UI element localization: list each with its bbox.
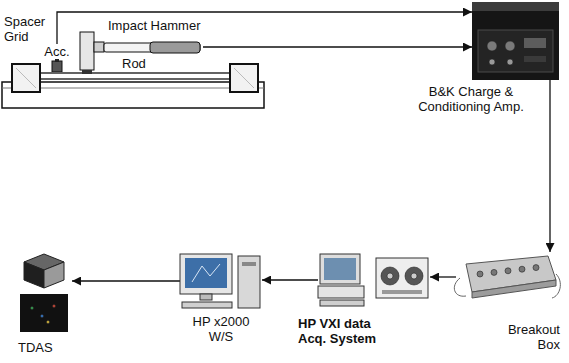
- keyboard: [182, 302, 232, 308]
- hammer-tip: [82, 70, 92, 74]
- bnc-connector: [519, 266, 525, 272]
- tape-reel: [381, 267, 399, 285]
- computer-base: [318, 286, 364, 298]
- keyboard: [320, 300, 364, 306]
- monitor: [320, 254, 360, 284]
- hammer-handle: [104, 43, 200, 52]
- amplifier-socket: [507, 59, 513, 65]
- reel-hub: [387, 273, 393, 279]
- equipment-caption: Impact Hammer: [108, 18, 200, 33]
- base-plate: [2, 82, 264, 108]
- signal-arrow: [430, 276, 456, 277]
- recorder: [376, 258, 428, 298]
- signal-arrow: [57, 12, 472, 44]
- hammer-head: [80, 32, 94, 70]
- equipment-node: B&K Charge & Conditioning Amp.: [472, 2, 559, 80]
- hammer-neck: [94, 42, 104, 52]
- equipment-picture: [318, 250, 430, 310]
- cube-right: [44, 262, 64, 288]
- grid-shade: [234, 68, 254, 88]
- monitor-stand: [200, 294, 212, 300]
- cube-left: [24, 262, 44, 288]
- amplifier-socket: [489, 59, 495, 65]
- signal-arrow: [203, 46, 472, 47]
- equipment-picture: [180, 252, 262, 310]
- equipment-picture: [16, 252, 72, 334]
- breakout-front: [472, 280, 556, 298]
- part-label: Rod: [122, 56, 146, 71]
- grid-shade: [16, 68, 36, 88]
- signal-arrow: [549, 80, 550, 252]
- tape-reel: [405, 267, 423, 285]
- bnc-connector: [477, 271, 483, 277]
- monitor: [180, 254, 232, 294]
- plot-point: [31, 307, 34, 310]
- equipment-node: Acc.: [42, 44, 72, 72]
- equipment-node: HP VXI data Acq. System: [318, 250, 430, 310]
- spacer-grid-block: [12, 64, 40, 92]
- fuel-rod: [40, 73, 230, 79]
- equipment-node: TDAS: [16, 252, 72, 334]
- base-plate-edge: [2, 88, 264, 89]
- amplifier-top: [472, 2, 559, 11]
- plot-point: [53, 305, 56, 308]
- monitor-screen: [185, 258, 227, 288]
- amplifier-display: [524, 38, 546, 48]
- amplifier-panel: [478, 30, 553, 72]
- equipment-node: HP x2000 W/S: [180, 252, 262, 310]
- screen-plot: [192, 264, 220, 282]
- monitor-screen: [324, 258, 356, 280]
- equipment-caption: Acc.: [42, 44, 72, 59]
- plot-point: [41, 315, 44, 318]
- cable: [454, 278, 466, 296]
- equipment-caption: B&K Charge & Conditioning Amp.: [406, 84, 536, 114]
- signal-arrow: [72, 280, 180, 281]
- bnc-connector: [491, 269, 497, 275]
- spacer-grid-block: [230, 64, 258, 92]
- reel-hub: [411, 273, 417, 279]
- equipment-caption: Breakout Box: [500, 322, 560, 352]
- bnc-connector: [505, 268, 511, 274]
- signal-arrow: [262, 279, 318, 280]
- equipment-caption: HP x2000 W/S: [189, 314, 253, 344]
- equipment-node: Breakout Box: [456, 252, 560, 302]
- equipment-caption: TDAS: [18, 340, 53, 355]
- part-label: Spacer Grid: [4, 14, 50, 44]
- plot-window: [20, 294, 68, 332]
- amplifier-knob: [505, 41, 515, 51]
- amplifier-body: [472, 2, 559, 80]
- hammer-grip: [150, 42, 200, 53]
- equipment-picture: [472, 2, 559, 80]
- equipment-picture: [50, 59, 64, 72]
- amplifier-switch: [524, 56, 546, 62]
- amplifier-knob: [487, 41, 497, 51]
- recorder-slot: [382, 290, 422, 294]
- plot-point: [47, 321, 50, 324]
- accelerometer-cap: [55, 59, 59, 62]
- equipment-caption: HP VXI data Acq. System: [298, 316, 386, 346]
- drive-bay: [242, 262, 256, 266]
- tower: [238, 256, 260, 308]
- accelerometer: [52, 61, 62, 72]
- equipment-picture: [456, 252, 560, 302]
- bnc-connector: [533, 265, 539, 271]
